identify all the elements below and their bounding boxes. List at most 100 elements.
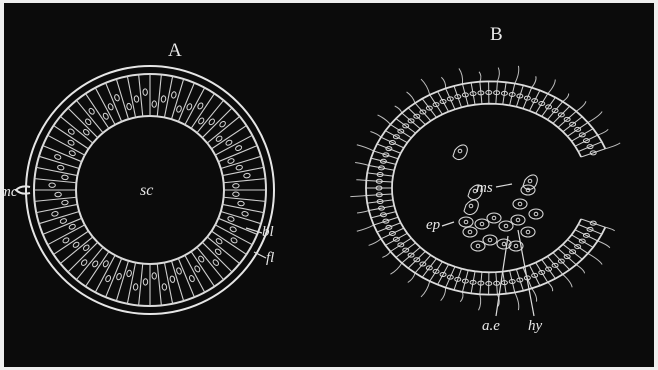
cell-nucleus <box>72 241 80 248</box>
cell-wall <box>60 237 92 264</box>
cilium <box>355 163 369 166</box>
leader-ms <box>496 184 512 187</box>
cilium <box>479 294 481 310</box>
cell-nucleus <box>194 265 201 273</box>
cell-wall <box>223 167 264 175</box>
mesenchyme-nucleus <box>464 220 468 224</box>
cilium <box>515 292 519 310</box>
cell-wall <box>157 264 161 306</box>
cell-wall <box>207 237 239 264</box>
mesenchyme-nucleus <box>526 230 530 234</box>
cell-wall <box>402 247 420 263</box>
cell-nucleus <box>67 128 75 135</box>
cell-wall <box>503 272 506 294</box>
cell-nucleus <box>55 192 62 197</box>
mesenchyme-nucleus <box>518 202 522 206</box>
cell-nucleus <box>162 283 167 290</box>
cell-nucleus <box>102 260 109 268</box>
cell-nucleus <box>57 165 64 171</box>
cilium <box>605 227 614 231</box>
cell-nucleus <box>233 192 240 197</box>
cell-nucleus <box>152 101 157 108</box>
cell-nucleus <box>241 211 248 217</box>
cilium <box>532 76 536 87</box>
cell-wall <box>496 82 498 104</box>
cell-wall <box>139 75 143 117</box>
cilium <box>357 211 369 214</box>
mesenchyme-nucleus <box>476 244 480 248</box>
cilium <box>356 180 366 181</box>
cell-wall <box>197 247 224 279</box>
cell-wall <box>164 263 172 304</box>
cell-wall <box>139 264 143 306</box>
cell-nucleus <box>126 270 132 277</box>
mesenchyme-nucleus <box>492 216 496 220</box>
cell-nucleus <box>54 154 62 160</box>
cell-wall <box>224 179 266 183</box>
cell-wall <box>197 100 224 132</box>
cell-nucleus <box>176 105 182 113</box>
cilium <box>460 292 463 302</box>
cell-nucleus <box>126 103 132 110</box>
cell-nucleus <box>227 216 235 222</box>
mesenchyme-nucleus <box>502 242 506 246</box>
mesenchyme-cell <box>511 215 525 225</box>
cell-nucleus <box>84 118 92 126</box>
panel-a-micropyle <box>16 186 30 193</box>
cell-nucleus <box>116 273 122 281</box>
label-ae: a.e <box>482 318 500 334</box>
cell-wall <box>377 144 401 153</box>
mesenchyme-nucleus <box>480 222 484 226</box>
cell-nucleus <box>61 175 68 180</box>
cell-wall <box>510 84 515 106</box>
mesenchyme-nucleus <box>488 238 492 242</box>
cell-nucleus <box>133 283 138 290</box>
cell-wall <box>516 85 523 107</box>
free-cell <box>523 175 537 190</box>
cell-nucleus <box>225 139 233 146</box>
cell-wall <box>480 272 482 294</box>
mesenchyme-cell <box>487 213 501 223</box>
cilium <box>515 66 519 84</box>
panel-b: B ms ep a.e hy <box>350 24 620 334</box>
cilium <box>370 132 381 138</box>
cilium <box>598 129 608 135</box>
cell-nucleus <box>214 248 222 256</box>
cell-nucleus <box>68 150 76 157</box>
free-cell <box>464 200 478 215</box>
leader-hy <box>518 230 534 316</box>
cell-wall <box>68 242 98 272</box>
cell-nucleus <box>235 145 243 152</box>
free-cell-nucleus <box>469 204 473 208</box>
panel-b-letter: B <box>490 24 503 45</box>
cell-nucleus <box>61 200 68 205</box>
cilium <box>548 282 553 291</box>
cilium <box>421 281 430 297</box>
cell-nucleus <box>80 259 88 267</box>
cell-wall <box>48 225 85 245</box>
cell-wall <box>374 151 398 159</box>
cell-nucleus <box>227 158 235 164</box>
cell-nucleus <box>176 267 182 275</box>
cell-nucleus <box>88 107 95 115</box>
mesenchyme-cell <box>475 219 489 229</box>
cell-nucleus <box>189 275 196 283</box>
label-ms: ms <box>476 180 493 196</box>
cell-wall <box>471 83 475 105</box>
cell-wall <box>185 255 205 292</box>
label-sc: sc <box>140 182 153 199</box>
cell-wall <box>367 200 393 203</box>
cell-nucleus <box>233 183 240 188</box>
cell-wall <box>563 244 582 259</box>
cell-wall <box>202 108 232 138</box>
cilium <box>479 72 481 82</box>
cell-wall <box>374 217 398 225</box>
panel-a-letter: A <box>168 40 182 61</box>
cilium <box>408 273 415 283</box>
cell-wall <box>462 270 468 292</box>
cell-nucleus <box>107 103 114 111</box>
cell-wall <box>529 90 539 110</box>
mesenchyme-cell <box>471 241 485 251</box>
cilium <box>395 106 402 113</box>
